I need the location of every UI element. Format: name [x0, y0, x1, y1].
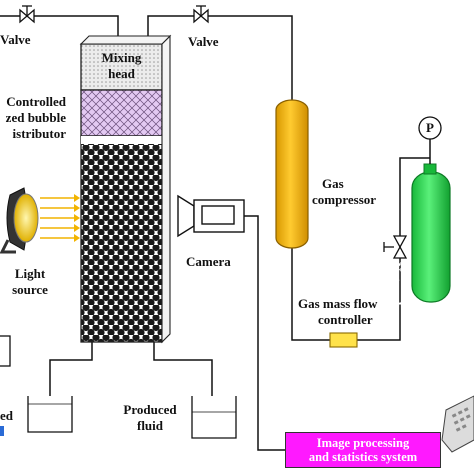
- flow-controller-label-line2: controller: [318, 312, 373, 327]
- produced-fluid-label-line1: Produced: [123, 402, 177, 417]
- column-side-face: [161, 34, 171, 344]
- produced-fluid-label-line2: fluid: [136, 418, 163, 433]
- gas-compressor-label-line2: compressor: [312, 192, 377, 207]
- reactor-column: [79, 34, 172, 344]
- image-processing-label-line1: Image processing: [316, 436, 410, 450]
- gas-compressor: [275, 99, 309, 249]
- mixing-head-label-line2: head: [108, 66, 135, 81]
- light-source-icon: [0, 187, 80, 254]
- distributor-label-line3: istributor: [12, 126, 66, 141]
- produced-fluid-beaker: [191, 396, 237, 439]
- left-fragment-box: [0, 335, 11, 367]
- camera-label: Camera: [186, 254, 231, 269]
- image-processing-system-box: Image processing and statistics system: [285, 432, 441, 468]
- light-source-label-line1: Light: [14, 266, 46, 281]
- natural-gas-label: Natural gas: [389, 262, 404, 327]
- distributor-label-line2: zed bubble: [5, 110, 66, 125]
- light-source-label-line2: source: [12, 282, 48, 297]
- valve-top-icon[interactable]: [193, 5, 209, 24]
- distributor-label-line1: Controlled: [6, 94, 66, 109]
- left-beaker: [27, 396, 73, 433]
- pipe-network: [0, 15, 431, 451]
- camera-icon: [177, 194, 245, 238]
- left-fragment-label: ed: [0, 408, 13, 423]
- pressure-gauge-label: P: [426, 120, 434, 135]
- image-processing-label-line2: and statistics system: [308, 450, 418, 464]
- bubble-column: [80, 135, 163, 343]
- natural-gas-cylinder: [411, 158, 451, 303]
- left-fragment-blue-mark: [0, 426, 4, 436]
- gas-compressor-label-line1: Gas: [322, 176, 344, 191]
- pressure-gauge-icon: [418, 116, 442, 140]
- mixing-head-label-line1: Mixing: [101, 50, 142, 65]
- valve-left-label: Valve: [0, 32, 31, 47]
- valve-top-label: Valve: [188, 34, 219, 49]
- bubble-distributor: [80, 89, 163, 137]
- valve-cylinder-icon[interactable]: [383, 235, 408, 259]
- valve-left-icon[interactable]: [19, 5, 35, 24]
- gas-mass-flow-controller: [329, 332, 358, 348]
- computer-keyboard-icon: [441, 395, 474, 453]
- flow-controller-label-line1: Gas mass flow: [298, 296, 378, 311]
